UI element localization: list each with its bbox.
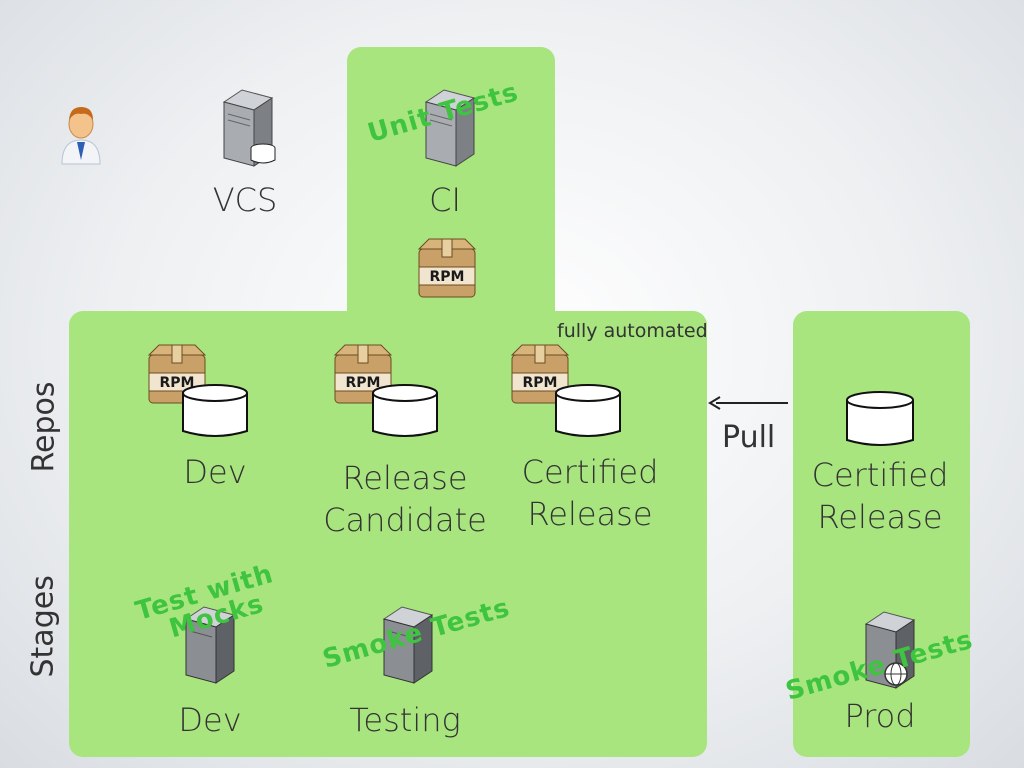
repos-label: Repos <box>26 381 62 473</box>
certified-release-package-icon: RPM <box>510 344 570 404</box>
dev-stage-label: Dev <box>178 701 242 739</box>
stages-label: Stages <box>25 575 61 678</box>
certified-release-line2: Release <box>527 494 653 533</box>
vcs-label: VCS <box>212 181 278 219</box>
release-candidate-line2: Candidate <box>323 500 487 539</box>
rpm-package-icon: RPM <box>417 238 477 298</box>
testing-stage-label: Testing <box>349 701 461 739</box>
dev-repo-label: Dev <box>183 453 247 491</box>
prod-stage-label: Prod <box>844 697 916 735</box>
prod-certified-line2: Release <box>817 497 943 536</box>
release-candidate-label: Release Candidate <box>315 458 495 541</box>
pull-label: Pull <box>722 420 776 455</box>
testing-server-icon <box>382 606 434 684</box>
fully-automated-label: fully automated <box>557 320 708 342</box>
certified-release-line1: Certified <box>521 453 659 491</box>
certified-release-label: Certified Release <box>500 452 680 535</box>
svg-text:RPM: RPM <box>160 375 195 391</box>
prod-certified-release-label: Certified Release <box>790 455 970 538</box>
release-candidate-line1: Release <box>342 459 468 497</box>
svg-text:RPM: RPM <box>523 375 558 391</box>
rpm-label: RPM <box>430 269 465 285</box>
prod-certified-database-icon <box>846 391 914 446</box>
prod-server-icon <box>864 611 916 689</box>
pull-arrow <box>708 396 788 410</box>
ci-server-icon <box>424 89 476 167</box>
developer-avatar-icon <box>61 107 101 165</box>
certified-release-database-icon <box>555 384 621 437</box>
ci-label: CI <box>429 181 461 219</box>
release-candidate-database-icon <box>372 384 438 437</box>
vcs-server-icon <box>222 89 276 167</box>
prod-certified-line1: Certified <box>811 456 949 494</box>
dev-repo-database-icon <box>182 384 248 437</box>
svg-text:RPM: RPM <box>346 375 381 391</box>
dev-stage-server-icon <box>184 606 236 684</box>
